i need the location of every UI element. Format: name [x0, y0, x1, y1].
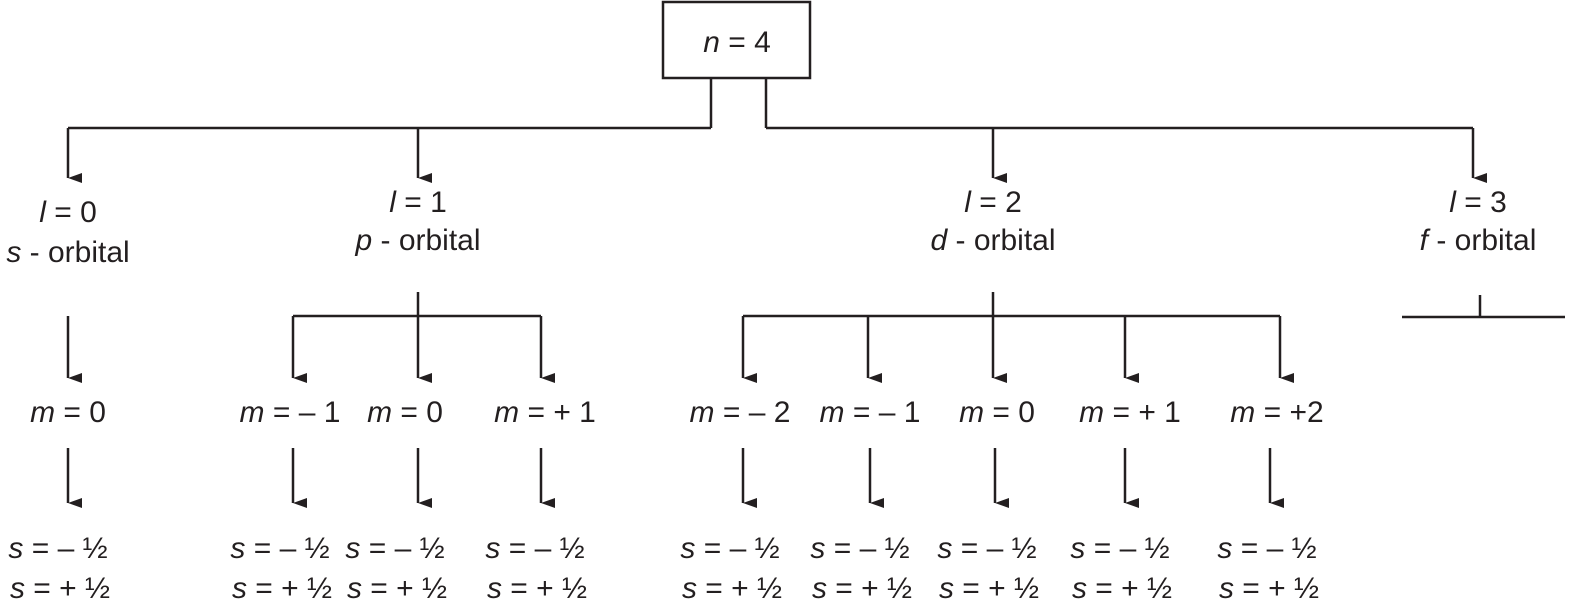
m-label-2-0: m = – 2 [690, 396, 791, 429]
spin-minus-label-2-1: s = – ½ [810, 532, 909, 565]
m-label-0-0: m = 0 [30, 396, 106, 429]
m-label-1-1: m = 0 [367, 396, 443, 429]
spin-minus-label-2-3: s = – ½ [1070, 532, 1169, 565]
orbital-label-2: d - orbital [930, 224, 1055, 257]
root-label: n = 4 [703, 26, 771, 59]
m-label-2-1: m = – 1 [820, 396, 921, 429]
connector-lines [66, 78, 1565, 508]
orbital-label-0: s - orbital [6, 236, 129, 269]
l-label-2: l = 2 [964, 186, 1022, 219]
spin-plus-label-1-0: s = + ½ [232, 572, 332, 605]
spin-minus-label-2-4: s = – ½ [1217, 532, 1316, 565]
node-labels: l = 0 s - orbital m = 0 s = – ½ s = + ½ l = 1… [6, 186, 1536, 605]
m-label-2-3: m = + 1 [1079, 396, 1181, 429]
spin-plus-label-2-3: s = + ½ [1072, 572, 1172, 605]
spin-plus-label-2-0: s = + ½ [682, 572, 782, 605]
spin-plus-label-1-2: s = + ½ [487, 572, 587, 605]
spin-minus-label-1-0: s = – ½ [230, 532, 329, 565]
spin-minus-label-2-0: s = – ½ [680, 532, 779, 565]
spin-minus-label-1-1: s = – ½ [345, 532, 444, 565]
orbital-label-1: p - orbital [354, 224, 480, 257]
m-label-2-2: m = 0 [959, 396, 1035, 429]
spin-plus-label-2-4: s = + ½ [1219, 572, 1319, 605]
m-label-1-2: m = + 1 [494, 396, 596, 429]
spin-plus-label-2-2: s = + ½ [939, 572, 1039, 605]
root-box [661, 0, 812, 80]
l-label-0: l = 0 [39, 196, 97, 229]
spin-minus-label-2-2: s = – ½ [937, 532, 1036, 565]
l-label-3: l = 3 [1449, 186, 1507, 219]
m-label-2-4: m = +2 [1230, 396, 1323, 429]
spin-minus-label-0-0: s = – ½ [8, 532, 107, 565]
spin-plus-label-1-1: s = + ½ [347, 572, 447, 605]
l-label-1: l = 1 [389, 186, 447, 219]
orbital-label-3: f - orbital [1420, 224, 1537, 257]
spin-minus-label-1-2: s = – ½ [485, 532, 584, 565]
spin-plus-label-2-1: s = + ½ [812, 572, 912, 605]
spin-plus-label-0-0: s = + ½ [10, 572, 110, 605]
m-label-1-0: m = – 1 [240, 396, 341, 429]
root-node-n4: n = 4 [661, 0, 812, 80]
